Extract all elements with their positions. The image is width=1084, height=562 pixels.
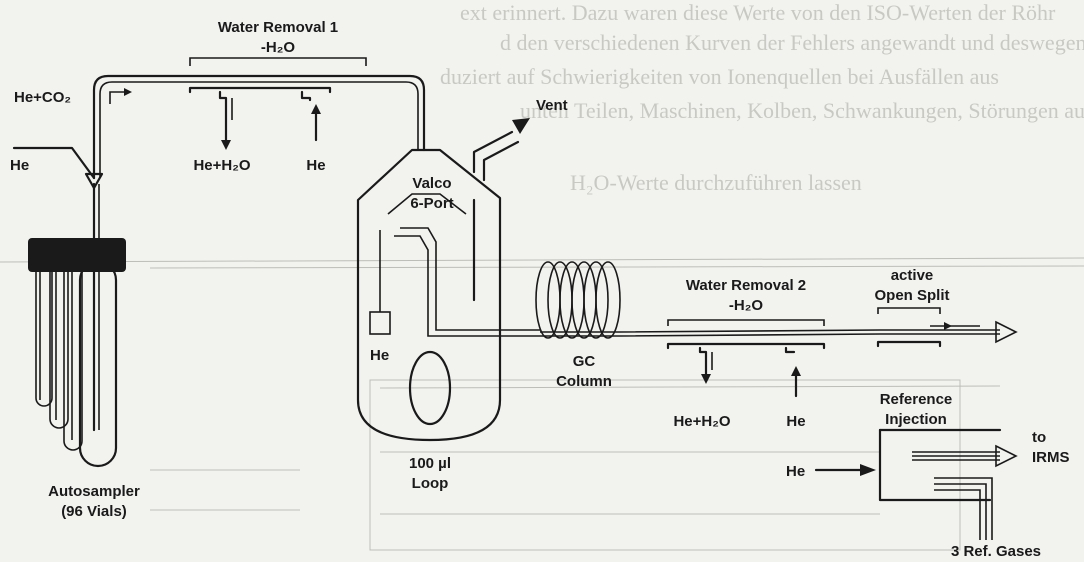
label-he-co2: He+CO₂	[14, 89, 71, 106]
label-valco: Valco	[412, 175, 451, 192]
transfer-line-top	[12, 74, 426, 190]
autosampler-vials	[28, 182, 126, 468]
water-removal-1	[188, 57, 367, 150]
label-water-removal-1: Water Removal 1	[218, 19, 338, 36]
label-minus-h2o-1: -H₂O	[261, 39, 295, 56]
label-ref-gases: 3 Ref. Gases	[951, 543, 1041, 560]
bg-text-line-5: H₂O-Werte durchzuführen lassen	[570, 170, 862, 195]
water-removal-2	[666, 319, 826, 398]
label-he-h2o-2: He+H₂O	[673, 413, 730, 430]
labels: Water Removal 1 -H₂O He+CO₂ He He+H₂O He…	[10, 19, 1070, 560]
label-vent: Vent	[536, 97, 568, 114]
bg-text-line-3: duziert auf Schwierigkeiten von Ionenque…	[440, 64, 999, 89]
active-open-split	[876, 307, 1018, 348]
label-he-ref: He	[786, 463, 805, 480]
bg-text-line-1: ext erinnert. Dazu waren diese Werte von…	[460, 0, 1056, 25]
reference-injection	[814, 428, 1018, 540]
label-he-h2o-1: He+H₂O	[193, 157, 250, 174]
label-he-inlet: He	[10, 157, 29, 174]
label-autosampler: Autosampler(96 Vials)	[48, 483, 140, 520]
scan-lines	[0, 257, 1084, 551]
valco-6-port-valve	[356, 118, 540, 442]
label-he-wr1: He	[306, 157, 325, 174]
label-minus-h2o-2: -H₂O	[729, 297, 763, 314]
bg-text-line-4: unten Teilen, Maschinen, Kolben, Schwank…	[520, 98, 1084, 123]
bg-text-line-2: d den verschiedenen Kurven der Fehlers a…	[500, 30, 1084, 55]
background-text: ext erinnert. Dazu waren diese Werte von…	[440, 0, 1084, 195]
label-he-valve: He	[370, 347, 389, 364]
gc-column	[535, 261, 881, 339]
label-water-removal-2: Water Removal 2	[686, 277, 806, 294]
label-six-port: 6-Port	[410, 195, 453, 212]
label-he-wr2: He	[786, 413, 805, 430]
